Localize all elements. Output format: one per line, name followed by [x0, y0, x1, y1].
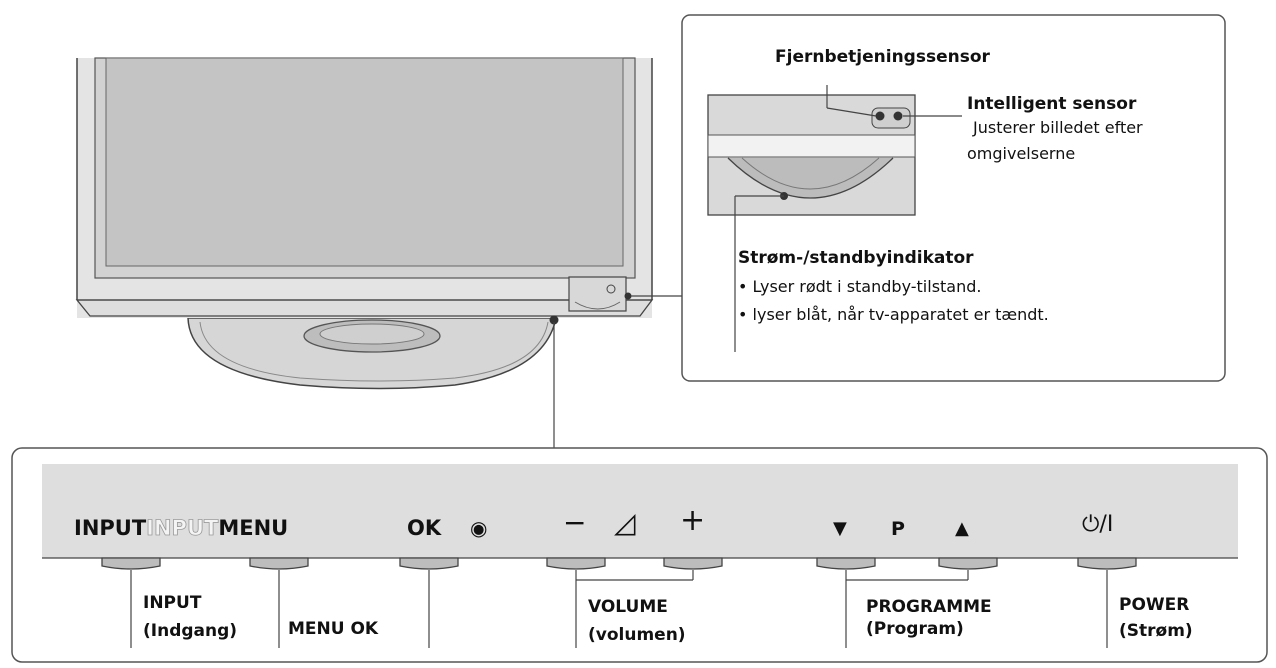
programme-up-icon: ▲: [955, 518, 969, 539]
input-marking: INPUTINPUTMENU: [74, 515, 288, 541]
programme-label-line1: PROGRAMME: [866, 597, 992, 617]
volume-triangle-icon: ◿: [614, 506, 636, 539]
intelligent-sensor-desc-line1: Justerer billedet efter: [973, 118, 1143, 137]
volume-plus-icon: +: [680, 503, 706, 538]
volume-minus-icon: −: [563, 506, 587, 539]
input-marking-ghost: INPUT: [146, 516, 219, 541]
volume-label-line1: VOLUME: [588, 597, 668, 617]
input-label-line2: (Indgang): [143, 621, 238, 641]
programme-p-marking: P: [891, 518, 905, 540]
power-indicator-title: Strøm-/standbyindikator: [738, 248, 974, 268]
programme-label-line2: (Program): [866, 619, 964, 639]
control-strip: [42, 464, 1238, 558]
intelligent-sensor-desc-line2: omgivelserne: [967, 144, 1076, 163]
volume-label-line2: (volumen): [588, 625, 686, 645]
menu-marking-text: MENU: [218, 516, 289, 540]
power-label-line2: (Strøm): [1119, 621, 1193, 641]
programme-down-icon: ▼: [833, 518, 847, 539]
remote-sensor-label: Fjernbetjeningssensor: [775, 47, 990, 67]
ok-dot-icon: ◉: [470, 516, 488, 540]
menu-ok-label: MENU OK: [288, 619, 379, 639]
power-symbol-icon: ⏻/I: [1082, 512, 1114, 537]
tv-body: [75, 57, 654, 325]
input-label-line1: INPUT: [143, 593, 202, 613]
sensor-detail: [707, 94, 916, 216]
tv-stand: [187, 317, 557, 390]
power-label-line1: POWER: [1119, 595, 1190, 615]
power-indicator-bullet-red: • Lyser rødt i standby-tilstand.: [738, 277, 982, 296]
input-marking-text: INPUT: [74, 516, 147, 540]
power-indicator-bullet-blue: • lyser blåt, når tv-apparatet er tændt.: [738, 305, 1049, 324]
ok-marking: OK: [407, 516, 442, 540]
physical-buttons: [101, 557, 1137, 570]
intelligent-sensor-label: Intelligent sensor: [967, 94, 1137, 114]
